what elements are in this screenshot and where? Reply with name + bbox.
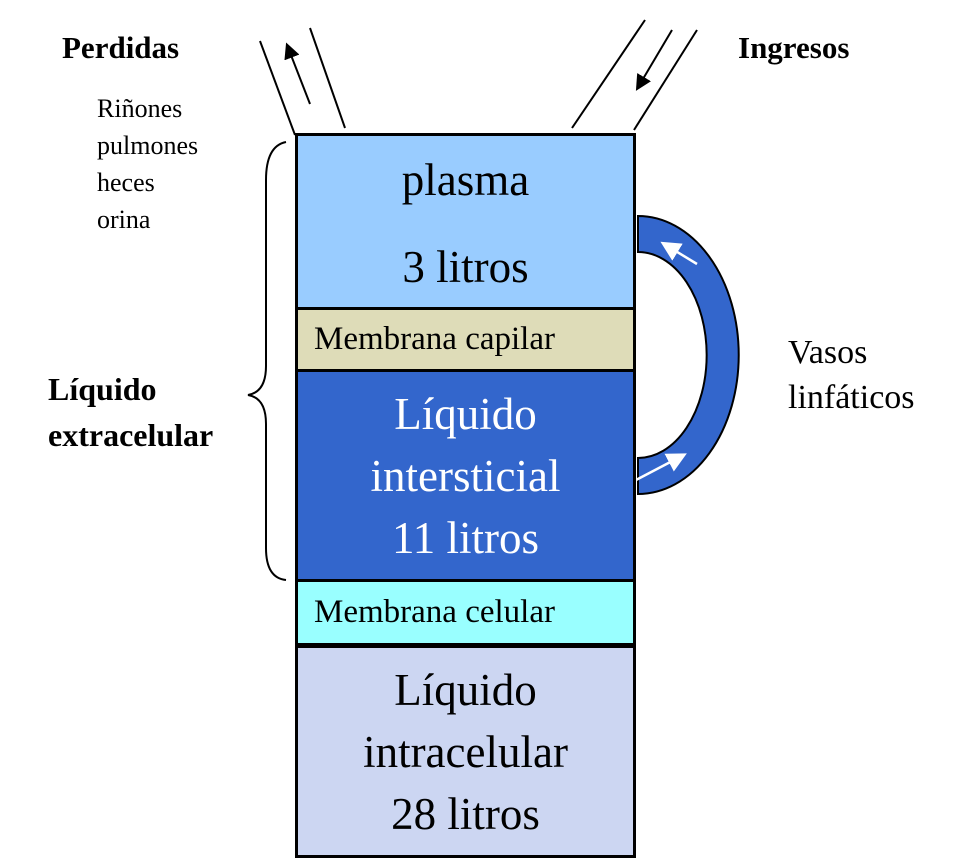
lymph-label-line: Vasos <box>788 334 868 371</box>
loss-item: orina <box>97 205 151 234</box>
lymph-arrow-in-icon <box>635 453 687 482</box>
loss-channel <box>259 27 346 136</box>
capillary-membrane: Membrana capilar <box>295 310 636 372</box>
interstitial-compartment: Líquido intersticial 11 litros <box>295 372 636 582</box>
intake-arrow-icon <box>635 29 673 91</box>
lymph-arrow-up-icon <box>660 241 698 266</box>
cell-membrane-label: Membrana celular <box>314 594 555 630</box>
lymph-vessel-arc <box>637 214 740 496</box>
extracellular-label: Líquido extracelular <box>48 366 213 458</box>
capillary-membrane-label: Membrana capilar <box>314 321 555 357</box>
extracellular-label-line: extracelular <box>48 417 214 453</box>
cell-membrane: Membrana celular <box>295 582 636 648</box>
interstitial-line: Líquido <box>394 388 537 439</box>
interstitial-line: intersticial <box>370 450 561 501</box>
lymph-label-line: linfáticos <box>788 379 915 416</box>
plasma-compartment: plasma 3 litros <box>295 133 636 310</box>
loss-item: Riñones <box>97 94 183 123</box>
plasma-volume: 3 litros <box>402 242 529 292</box>
interstitial-volume: 11 litros <box>391 512 540 563</box>
losses-list: Riñones pulmones heces orina <box>97 90 198 238</box>
lymph-label: Vasos linfáticos <box>788 330 915 420</box>
losses-title: Perdidas <box>62 30 180 65</box>
compartment-stack: plasma 3 litros Membrana capilar Líquido… <box>295 133 636 858</box>
extracellular-brace <box>247 141 287 581</box>
plasma-name: plasma <box>401 155 530 205</box>
intracellular-line: intracelular <box>363 726 568 777</box>
intracellular-line: Líquido <box>394 664 537 715</box>
loss-item: pulmones <box>97 131 199 160</box>
loss-item: heces <box>97 168 155 197</box>
intake-channel <box>571 19 698 131</box>
intake-title: Ingresos <box>738 30 850 65</box>
intracellular-volume: 28 litros <box>391 788 540 839</box>
extracellular-label-line: Líquido <box>48 371 157 407</box>
loss-arrow-icon <box>284 42 311 105</box>
intracellular-compartment: Líquido intracelular 28 litros <box>295 648 636 858</box>
